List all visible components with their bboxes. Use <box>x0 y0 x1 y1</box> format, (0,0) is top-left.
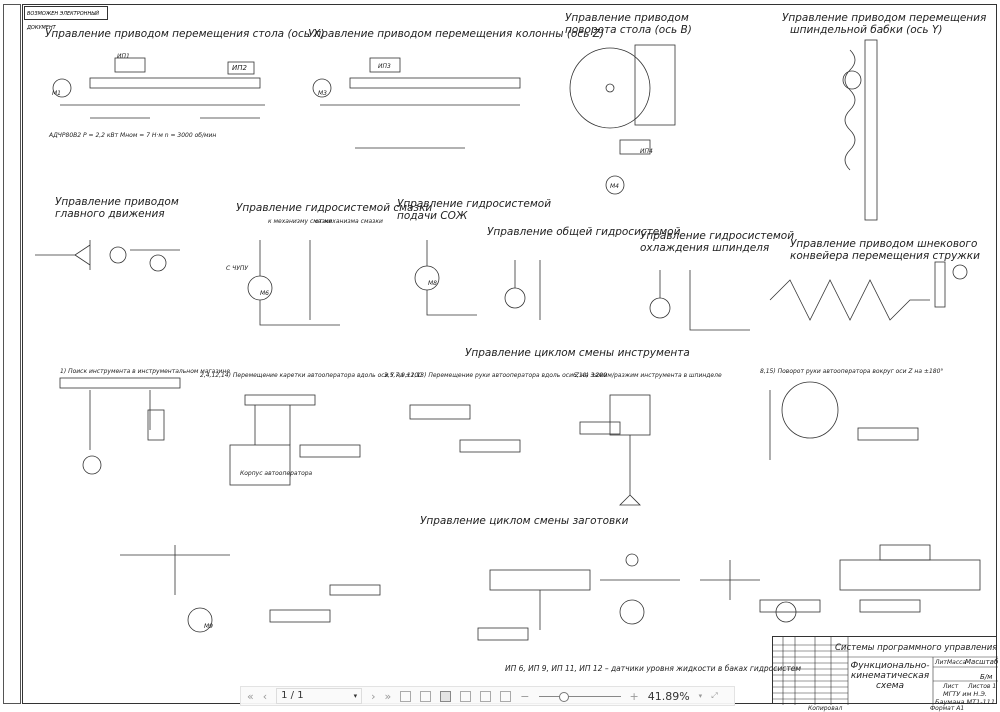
title-block-sheets: Листов 1 <box>968 683 997 690</box>
title-workpiece-change: Управление циклом смены заготовки <box>420 515 629 527</box>
pdf-viewer-toolbar: « ‹ 1 / 1 ▾ › » − + 41.89% ▾ ⤢ <box>240 686 735 706</box>
title-block-drawing: Функционально-кинематическая схема <box>850 661 930 691</box>
label-to-mech: к механизму смазки <box>268 218 333 225</box>
title-block-lit: Лит. <box>935 659 949 666</box>
zoom-level[interactable]: 41.89% <box>647 689 690 703</box>
label-from-mech: от механизма смазки <box>315 218 383 225</box>
title-block: Системы программного управления станками… <box>772 636 1000 706</box>
label-step5: 8,15) Поворот руки автооператора вокруг … <box>760 368 944 375</box>
zoom-out-icon[interactable]: − <box>520 689 530 703</box>
label-ip1: ИП1 <box>117 53 130 60</box>
title-block-org: МГТУ им Н.Э. Баумана МТ1-111 <box>935 690 995 706</box>
title-tool-change: Управление циклом смены инструмента <box>465 347 690 359</box>
title-coolant-2: подачи СОЖ <box>397 210 468 222</box>
label-m4: M4 <box>610 183 619 190</box>
title-conveyor-2: конвейера перемещения стружки <box>790 250 980 262</box>
title-main-1: Управление приводом <box>55 196 179 208</box>
label-step4: 6,10) Зажим/разжим инструмента в шпиндел… <box>573 372 722 379</box>
title-block-mass: Масса <box>947 659 967 666</box>
zoom-slider-knob[interactable] <box>558 691 569 702</box>
zoom-dropdown-icon[interactable]: ▾ <box>698 692 703 700</box>
title-lube: Управление гидросистемой смазки <box>236 202 433 214</box>
label-m8: M8 <box>428 280 437 287</box>
chevron-down-icon: ▾ <box>353 692 358 700</box>
label-chuv: С ЧУПУ <box>226 265 249 272</box>
prev-page-icon[interactable]: ‹ <box>262 689 268 703</box>
label-ip4: ИП4 <box>640 148 653 155</box>
title-block-sheet: Лист <box>943 683 959 690</box>
title-y-axis-2: шпиндельной бабки (ось Y) <box>790 24 943 36</box>
hydraulic-circuits <box>247 240 968 331</box>
first-page-icon[interactable]: « <box>247 689 254 703</box>
label-housing: Корпус автооператора <box>240 470 313 477</box>
workpiece-change-cycle <box>120 544 981 641</box>
label-m6: M6 <box>260 290 269 297</box>
title-general-hyd: Управление общей гидросистемой <box>487 226 681 238</box>
note-level-sensors: ИП 6, ИП 9, ИП 11, ИП 12 – датчики уровн… <box>505 664 802 673</box>
main-drive <box>35 240 180 272</box>
y-axis-drive <box>842 39 878 221</box>
fullscreen-icon[interactable]: ⤢ <box>711 691 718 700</box>
label-step1: 1) Поиск инструмента в инструментальном … <box>60 368 231 375</box>
title-block-project: Системы программного управления станками <box>835 643 1000 653</box>
single-page-icon[interactable] <box>440 690 452 702</box>
label-m3: M3 <box>318 90 327 97</box>
zoom-in-icon[interactable]: + <box>629 689 639 703</box>
title-conveyor-1: Управление приводом шнекового <box>790 238 978 250</box>
label-step2: 2,4,12,14) Перемещение каретки автоопера… <box>200 372 422 379</box>
title-x-axis: Управление приводом перемещения стола (о… <box>45 28 325 40</box>
last-page-icon[interactable]: » <box>384 689 392 703</box>
title-spindle-cool-1: Управление гидросистемой <box>640 230 795 242</box>
label-ip2: ИП2 <box>232 64 247 72</box>
label-m1: M1 <box>52 90 61 97</box>
label-ip3: ИП3 <box>378 63 391 70</box>
z-axis-drive <box>312 57 521 149</box>
page-selector[interactable]: 1 / 1 ▾ <box>276 688 363 704</box>
page-number: 1 / 1 <box>281 690 304 701</box>
rotate-add-icon[interactable] <box>400 690 412 702</box>
x-axis-drive <box>52 57 265 119</box>
two-page-icon[interactable] <box>480 690 492 702</box>
title-block-grid <box>773 637 998 705</box>
rotate-icon[interactable] <box>420 690 432 702</box>
format-label: Формат А1 <box>930 705 965 712</box>
b-axis-drive <box>569 44 676 195</box>
title-b-axis-1: Управление приводом <box>565 12 689 24</box>
title-block-scale: Б/м <box>980 673 993 681</box>
title-main-2: главного движения <box>55 208 165 220</box>
title-b-axis-2: поворота стола (ось B) <box>565 24 692 36</box>
label-m9: M9 <box>204 623 213 630</box>
title-block-scale-head: Масштаб <box>965 658 999 666</box>
title-z-axis: Управление приводом перемещения колонны … <box>308 28 605 40</box>
title-spindle-cool-2: охлаждения шпинделя <box>640 242 770 254</box>
title-coolant-1: Управление гидросистемой <box>397 198 552 210</box>
sheet-stamp: ВОЗМОЖЕН ЭЛЕКТРОННЫЙ ДОКУМЕНТ <box>24 6 108 31</box>
continuous-page-icon[interactable] <box>460 690 472 702</box>
copied-label: Копировал <box>808 705 843 712</box>
two-page-continuous-icon[interactable] <box>500 690 512 702</box>
tool-change-cycle <box>59 377 919 506</box>
label-motor-spec: АДЧР80В2 P = 2,2 кВт Mном = 7 Н·м n = 30… <box>49 132 217 139</box>
zoom-slider[interactable] <box>538 691 621 702</box>
title-y-axis-1: Управление приводом перемещения <box>782 12 987 24</box>
label-step3: 3,5,7,9,11,13) Перемещение руки автоопер… <box>384 372 607 379</box>
next-page-icon[interactable]: › <box>371 689 376 703</box>
left-margin-strip <box>3 4 21 704</box>
